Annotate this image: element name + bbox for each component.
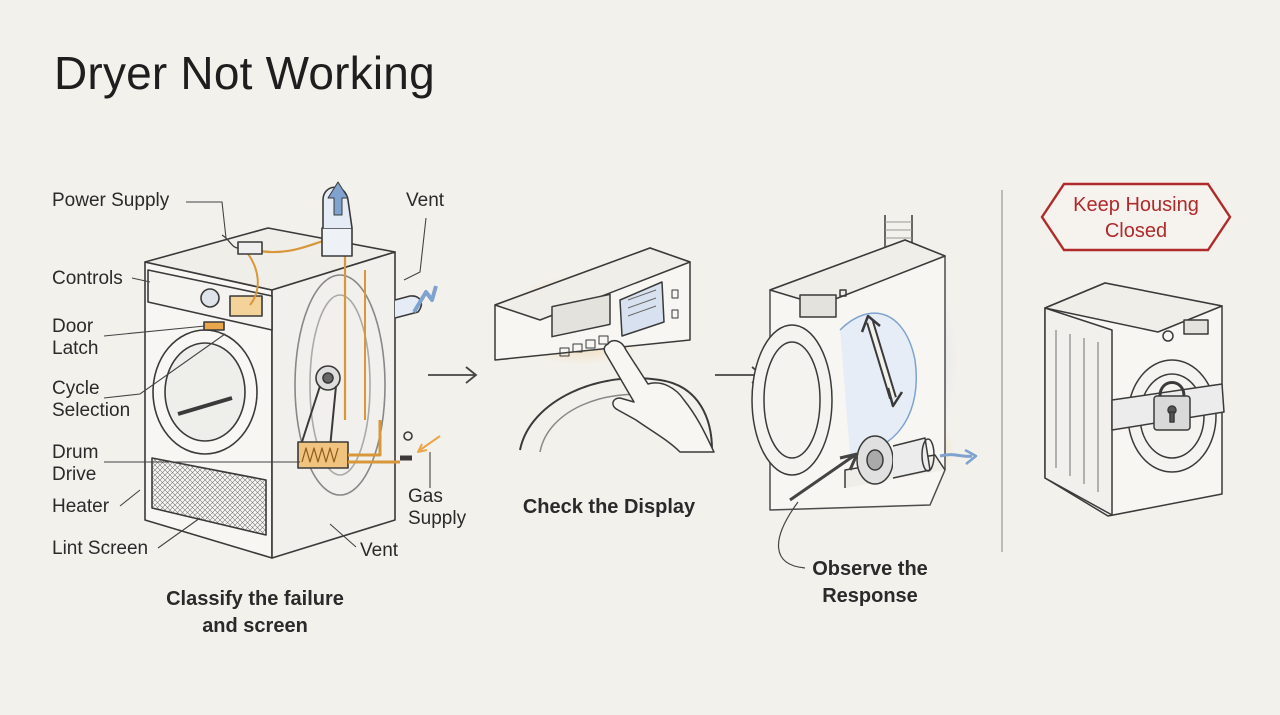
observe-response-illustration	[751, 215, 978, 569]
label-controls: Controls	[52, 268, 123, 289]
check-display-illustration	[494, 247, 715, 453]
dryer-cutaway-diagram	[144, 181, 441, 559]
locked-dryer-illustration	[1044, 282, 1225, 517]
label-vent-top: Vent	[406, 190, 445, 211]
label-power-supply: Power Supply	[52, 190, 170, 211]
flow-arrows	[428, 366, 764, 384]
warning-badge-shape	[1040, 182, 1232, 252]
page-title: Dryer Not Working	[54, 47, 435, 99]
label-gas-supply: Gas Supply	[408, 486, 467, 529]
warning-badge: Keep Housing Closed	[1073, 194, 1199, 242]
caption-classify: Classify the failure and screen	[166, 588, 344, 637]
label-drum-drive: Drum Drive	[52, 442, 99, 485]
label-heater: Heater	[52, 496, 110, 517]
label-cycle-selection: Cycle Selection	[52, 378, 131, 421]
label-leaders	[103, 201, 431, 549]
label-vent-bottom: Vent	[360, 540, 399, 561]
caption-observe-response: Observe the Response	[812, 558, 928, 607]
label-door-latch: Door Latch	[52, 316, 99, 359]
caption-check-display: Check the Display	[522, 496, 696, 518]
label-lint-screen: Lint Screen	[52, 538, 149, 559]
